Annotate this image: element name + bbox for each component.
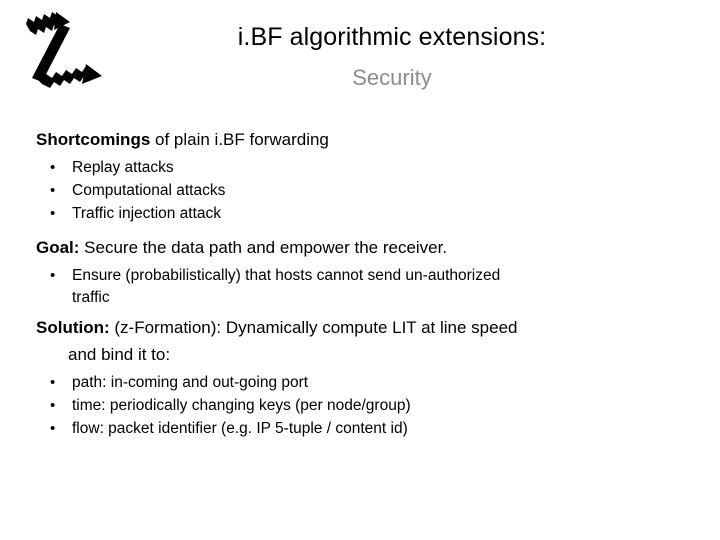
shortcomings-heading-bold: Shortcomings bbox=[36, 130, 151, 149]
list-item-label: Traffic injection attack bbox=[72, 205, 222, 222]
goal-heading: Goal: Secure the data path and empower t… bbox=[36, 236, 696, 259]
bullet-dot-icon: • bbox=[50, 205, 56, 222]
list-item-label: Ensure (probabilistically) that hosts ca… bbox=[72, 267, 501, 284]
list-item: • Traffic injection attack bbox=[36, 203, 696, 225]
goal-bullet-list: • Ensure (probabilistically) that hosts … bbox=[36, 265, 696, 309]
bullet-dot-icon: • bbox=[50, 159, 56, 176]
solution-heading: Solution: (z-Formation): Dynamically com… bbox=[36, 316, 696, 339]
shortcomings-heading: Shortcomings of plain i.BF forwarding bbox=[36, 128, 696, 151]
solution-bullet-list: • path: in-coming and out-going port • t… bbox=[36, 372, 696, 440]
z-formation-logo bbox=[16, 10, 112, 106]
bullet-dot-icon: • bbox=[50, 420, 56, 437]
bullet-dot-icon: • bbox=[50, 397, 56, 414]
list-item-label: Replay attacks bbox=[72, 159, 174, 176]
list-item: • flow: packet identifier (e.g. IP 5-tup… bbox=[36, 418, 696, 440]
shortcomings-heading-rest: of plain i.BF forwarding bbox=[150, 130, 329, 149]
list-item-label: flow: packet identifier (e.g. IP 5-tuple… bbox=[72, 420, 408, 437]
list-item-label-continued: traffic bbox=[72, 289, 110, 306]
page-title: i.BF algorithmic extensions: bbox=[237, 23, 547, 51]
list-item: • path: in-coming and out-going port bbox=[36, 372, 696, 394]
shortcomings-bullet-list: • Replay attacks • Computational attacks… bbox=[36, 157, 696, 225]
list-item: • Computational attacks bbox=[36, 180, 696, 202]
list-item-label: Computational attacks bbox=[72, 182, 226, 199]
page-subtitle: Security bbox=[352, 65, 432, 90]
list-item: • Ensure (probabilistically) that hosts … bbox=[36, 265, 696, 309]
list-item-label: time: periodically changing keys (per no… bbox=[72, 397, 411, 414]
goal-text: Secure the data path and empower the rec… bbox=[79, 238, 448, 257]
list-item: • time: periodically changing keys (per … bbox=[36, 395, 696, 417]
solution-label: Solution: bbox=[36, 318, 110, 337]
bullet-dot-icon: • bbox=[50, 182, 56, 199]
goal-label: Goal: bbox=[36, 238, 80, 257]
title-block: i.BF algorithmic extensions: Security bbox=[112, 22, 672, 92]
bullet-dot-icon: • bbox=[50, 267, 56, 284]
list-item-label: path: in-coming and out-going port bbox=[72, 374, 309, 391]
solution-heading-line2: and bind it to: bbox=[68, 345, 171, 364]
solution-text: (z-Formation): Dynamically compute LIT a… bbox=[109, 318, 518, 337]
bullet-dot-icon: • bbox=[50, 374, 56, 391]
slide-body: Shortcomings of plain i.BF forwarding • … bbox=[36, 128, 696, 441]
list-item: • Replay attacks bbox=[36, 157, 696, 179]
